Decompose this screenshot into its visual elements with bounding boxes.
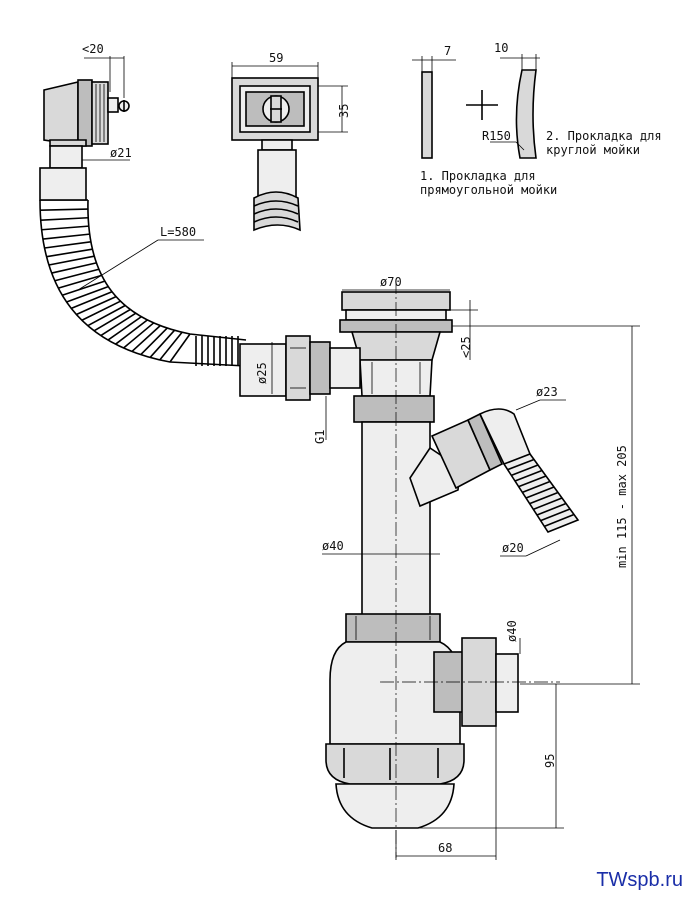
branch-hose-rib [533,497,563,511]
dim-d70: ø70 [342,275,450,291]
side-outlet [433,637,519,727]
branch-hose-rib [544,513,575,528]
dim-range-label: min 115 - max 205 [615,445,629,568]
gasket2-label-line2: круглой мойки [546,143,640,157]
dim-d70-label: ø70 [380,275,402,289]
dim-w59-label: 59 [269,51,283,65]
hose-rib [48,255,95,266]
hose-rib [54,268,100,282]
gasket1-label-line1: 1. Прокладка для [420,169,536,183]
dim-h35: 35 [318,85,351,133]
dim-w68-label: 68 [438,841,452,855]
dim-t10-label: 10 [494,41,508,55]
branch-hose-rib [518,475,547,488]
dim-d40-side: ø40 [505,620,521,654]
dim-l580-label: L=580 [160,225,196,239]
hose-rib [115,319,148,345]
dim-l580: L=580 [77,225,204,291]
hose-rib [123,322,155,349]
hose-rib [100,312,137,337]
dim-h95: 95 [418,684,564,829]
branch-hose-rib [522,480,551,494]
gasket-rectangular: 7 [412,44,456,159]
dim-d20: ø20 [500,539,561,557]
hose-rib [40,216,89,221]
hose-rib [140,327,168,356]
branch-hose-rib [507,458,535,471]
hose-rib [51,262,97,274]
main-pipe [345,395,441,643]
hose-rib [87,304,126,327]
hose-rib [169,333,191,363]
dim-lt25: <25 [450,300,640,360]
overflow-grate-front-view [231,77,319,232]
gasket2-label-line1: 2. Прокладка для [546,129,662,143]
dim-d25-label: ø25 [255,362,269,384]
branch-hose-rib [525,486,555,499]
dim-w68: 68 [395,726,497,860]
bottle-trap [325,641,465,829]
brand-watermark: TWspb.ru [596,869,683,891]
dim-r150-label: R150 [482,129,511,143]
hose-rib [58,274,102,289]
hose-rib [149,329,176,358]
dim-d40-main: ø40 [322,539,440,555]
hose-rib [66,285,109,303]
dim-d23-label: ø23 [536,385,558,399]
dim-lt25-label: <25 [459,336,473,358]
branch-fitting [409,408,580,533]
hose-rib [159,331,183,361]
dim-lt20-label: <20 [82,42,104,56]
hose-rib [131,325,161,353]
dim-d25: ø25 [255,342,273,394]
hose-rib [41,225,89,231]
branch-hose-rib [511,464,539,477]
hose-rib [46,248,93,258]
dim-d21-label: ø21 [110,146,132,160]
hose-rib [76,295,117,316]
gasket1-label-line2: прямоугольной мойки [420,183,557,197]
dim-d20-label: ø20 [502,541,524,555]
dim-w59: 59 [231,51,319,78]
hose-rib [61,280,106,296]
branch-hose-rib [536,502,567,516]
dim-h95-label: 95 [543,754,557,768]
branch-hose-rib [540,508,571,522]
branch-hose-rib [514,469,543,482]
dim-range: min 115 - max 205 [520,326,640,685]
dim-t7-label: 7 [444,44,451,58]
corrugated-hose [39,167,287,397]
branch-hose-rib [529,491,559,505]
dim-d40-main-label: ø40 [322,539,344,553]
dim-g1: G1 [313,396,327,444]
gasket-labels: 1. Прокладка для прямоугольной мойки 2. … [420,129,662,197]
dim-d40-side-label: ø40 [505,620,519,642]
hose-rib [107,316,142,341]
gasket-round: 10 R150 [482,41,540,159]
hose-rib [42,233,90,240]
hose-rib [44,241,91,249]
hose-rib [81,300,121,321]
overflow-connector [285,335,361,401]
dim-d23: ø23 [515,385,566,411]
hose-rib [93,308,131,332]
dim-g1-label: G1 [313,430,327,444]
hose-rib [40,208,88,212]
dim-lt20: <20 [82,42,125,98]
dim-d21: ø21 [82,146,132,161]
hose-rib [70,291,113,310]
dim-h35-label: 35 [337,104,351,118]
center-cross [466,90,498,120]
